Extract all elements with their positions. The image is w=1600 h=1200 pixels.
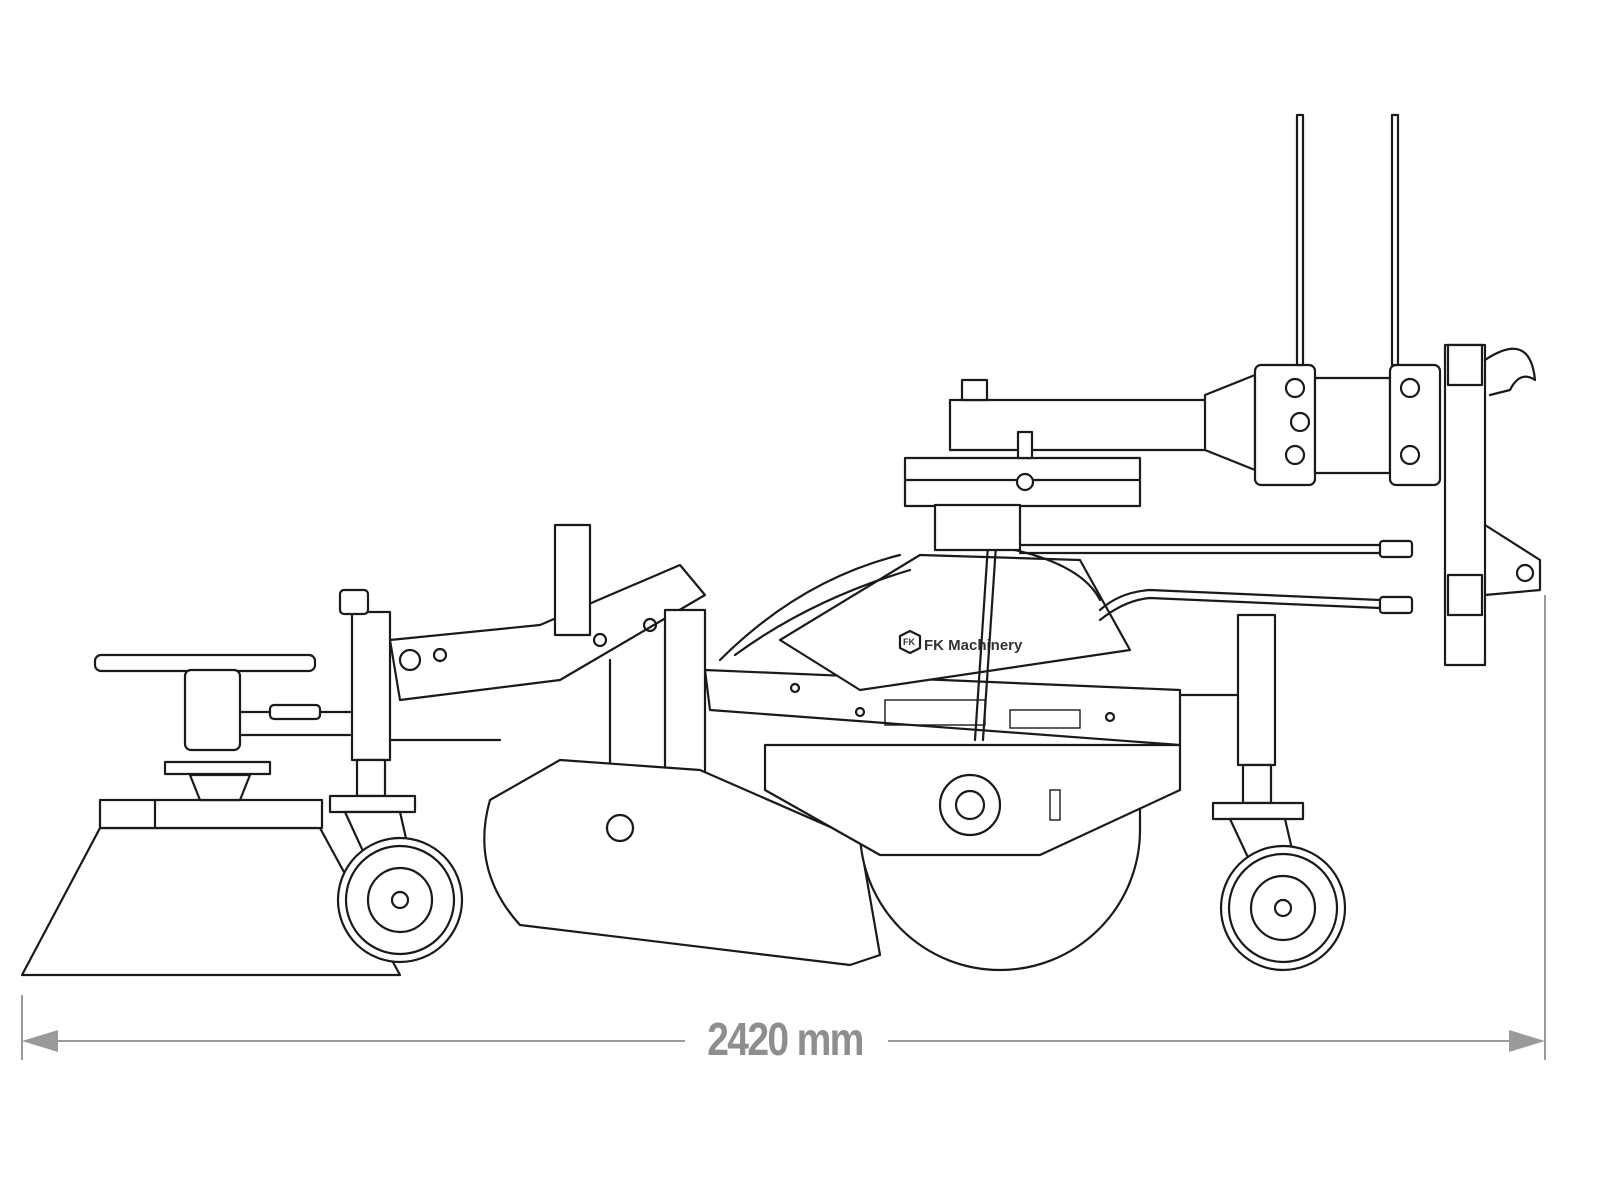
arrow-left-icon (22, 1030, 58, 1052)
left-castor-wheel (328, 588, 464, 964)
arrow-right-icon (1509, 1030, 1545, 1052)
main-beam: FK FK Machinery (703, 553, 1182, 747)
mount-arm (903, 373, 1257, 552)
logo-mark: FK (903, 637, 915, 647)
dimension-label: 2420 mm (707, 1013, 864, 1065)
hydraulic-hoses (718, 513, 1414, 742)
dimension-line (21, 595, 1546, 1060)
right-castor-wheel (1178, 613, 1347, 972)
side-brush (20, 798, 402, 977)
brush-motor (93, 653, 352, 802)
three-point-hitch (1253, 113, 1542, 667)
brush-housing (483, 743, 1182, 972)
logo-text: FK Machinery (924, 637, 1023, 654)
logo: FK FK Machinery (898, 629, 1023, 655)
